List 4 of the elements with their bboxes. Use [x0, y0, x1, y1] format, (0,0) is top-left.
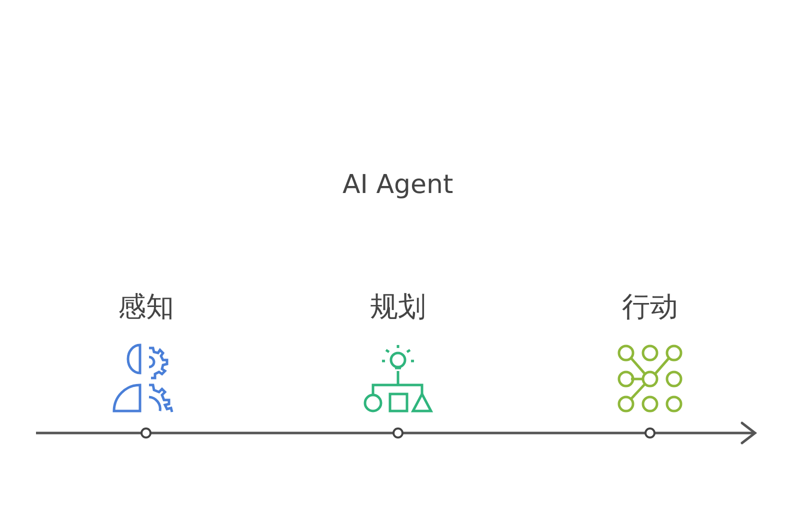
title: AI Agent [342, 169, 454, 202]
stage-label: 行动 [622, 290, 678, 324]
stage-label: 规划 [370, 290, 426, 324]
stage-label: 感知 [118, 290, 174, 324]
